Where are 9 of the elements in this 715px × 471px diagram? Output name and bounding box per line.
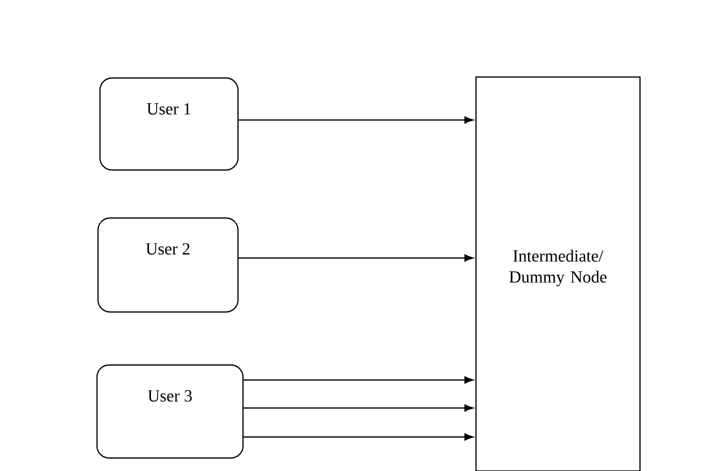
- arrow: [238, 116, 474, 124]
- arrow: [244, 433, 474, 441]
- user-box: User 3: [96, 364, 244, 459]
- node-box: Intermediate/ Dummy Node: [475, 76, 641, 471]
- user-box: User 1: [99, 77, 239, 171]
- arrow: [244, 404, 474, 412]
- arrow: [244, 376, 474, 384]
- arrow: [238, 254, 474, 262]
- user-box: User 2: [97, 217, 239, 313]
